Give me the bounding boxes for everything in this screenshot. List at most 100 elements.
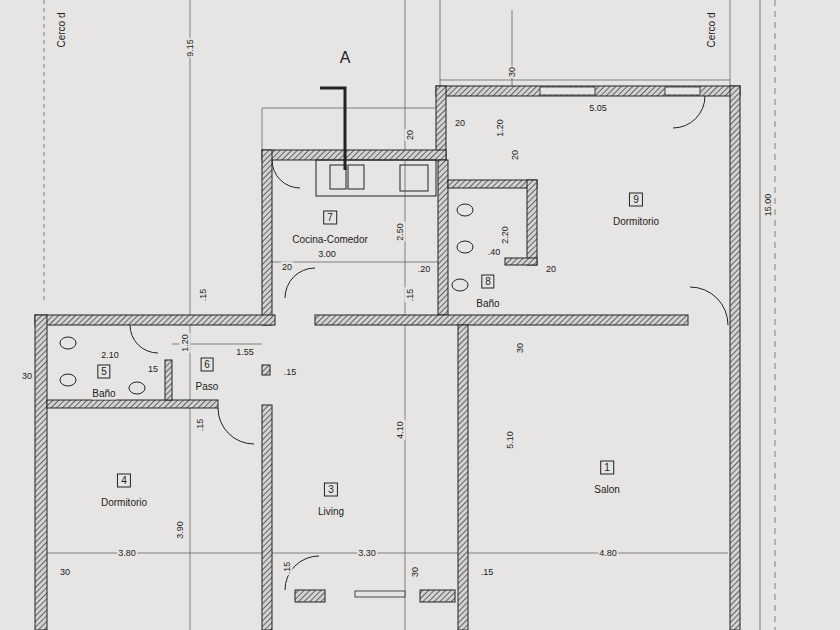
- dimension: 30: [59, 567, 71, 578]
- wall: [527, 180, 537, 265]
- room-label: 3Living: [317, 483, 345, 518]
- dimension-line: [272, 262, 438, 263]
- dimension: 30: [21, 371, 33, 382]
- dimension-line: [760, 0, 761, 630]
- room-label: 8Baño: [475, 275, 500, 310]
- dimension: .20: [417, 264, 432, 275]
- sanitary-fixture: [60, 374, 76, 386]
- dimension: 30: [507, 66, 518, 78]
- room-number: 9: [629, 193, 643, 207]
- door-swing: [673, 96, 705, 128]
- dimension-line: [730, 0, 731, 86]
- wall: [438, 160, 448, 315]
- wall: [262, 150, 272, 325]
- room-number: 5: [97, 365, 111, 379]
- dimension-line: [440, 80, 730, 81]
- dimension: .15: [405, 288, 416, 303]
- sanitary-fixture: [457, 241, 473, 253]
- dimension: .15: [480, 567, 495, 578]
- section-letter: A: [339, 49, 352, 67]
- dimension: 5.10: [505, 430, 516, 450]
- wall: [436, 86, 740, 96]
- dimension: 3.90: [175, 520, 186, 540]
- room-number: 4: [117, 474, 131, 488]
- room-name: Cocina-Comedor: [291, 234, 369, 246]
- room-name: Baño: [475, 298, 500, 310]
- dimension: 3.30: [357, 548, 377, 559]
- room-label: 4Dormitorio: [100, 474, 148, 509]
- room-name: Dormitorio: [612, 216, 660, 228]
- dimension-line: [47, 553, 728, 554]
- room-label: 1Salon: [593, 461, 621, 496]
- room: 1Salon: [468, 325, 728, 630]
- dimension: 20: [405, 129, 416, 141]
- dimension: 20: [510, 149, 521, 161]
- dimension: 3.80: [117, 548, 137, 559]
- room-name: Baño: [91, 388, 116, 400]
- window: [540, 87, 595, 95]
- room-number: 8: [481, 275, 495, 289]
- dimension-line: [262, 108, 263, 150]
- dimension: 2.20: [500, 225, 511, 245]
- dimension: 20: [454, 118, 466, 129]
- dimension: 15: [147, 364, 159, 375]
- dimension-line: [775, 0, 776, 630]
- dimension: 4.10: [395, 420, 406, 440]
- wall: [458, 325, 468, 630]
- room: 5Baño: [47, 325, 165, 400]
- dimension: 1.55: [235, 347, 255, 358]
- wall: [315, 315, 688, 325]
- dimension: 5.05: [588, 103, 608, 114]
- dimension: .15: [282, 561, 293, 576]
- door-swing: [218, 408, 254, 444]
- dimension: 1.20: [495, 118, 506, 138]
- sanitary-fixture: [129, 382, 145, 394]
- door-swing: [285, 268, 315, 298]
- dimension: 3.00: [317, 249, 337, 260]
- dimension: 15.00: [763, 193, 774, 218]
- room-name: Dormitorio: [100, 497, 148, 509]
- room: 9Dormitorio: [537, 96, 728, 315]
- sanitary-fixture: [457, 204, 473, 216]
- room-name: Paso: [195, 381, 220, 393]
- wall: [295, 590, 325, 602]
- kitchen-fixture: [400, 165, 428, 191]
- kitchen-fixture: [330, 165, 346, 189]
- wall: [436, 86, 446, 160]
- room-label: 5Baño: [91, 365, 116, 400]
- dimension: .15: [195, 418, 206, 433]
- wall: [730, 86, 740, 630]
- fence-note: Cerco d: [706, 11, 718, 48]
- kitchen-fixture: [316, 160, 436, 196]
- dimension: 2.50: [395, 222, 406, 242]
- dimension: .15: [283, 367, 298, 378]
- kitchen-fixture: [348, 165, 364, 189]
- room-name: Salon: [593, 484, 621, 496]
- wall: [35, 315, 275, 325]
- wall: [448, 180, 537, 188]
- dimension: 20: [545, 264, 557, 275]
- section-mark: [320, 88, 345, 170]
- dimension: 1.20: [180, 333, 191, 353]
- dimension: .15: [198, 288, 209, 303]
- dimension: 20: [281, 262, 293, 273]
- door-swing: [272, 160, 300, 188]
- wall: [262, 150, 446, 160]
- dimension-line: [44, 0, 45, 300]
- fence-note: Cerco d: [56, 11, 68, 48]
- dimension: 4.80: [598, 548, 618, 559]
- room-name: Living: [317, 506, 345, 518]
- dimension-line: [262, 108, 436, 109]
- wall: [165, 360, 172, 400]
- dimension: 30: [410, 566, 421, 578]
- dimension: .40: [487, 247, 502, 258]
- room-number: 1: [600, 461, 614, 475]
- wall: [262, 405, 272, 630]
- dimension-line: [440, 0, 441, 86]
- wall: [35, 315, 47, 630]
- door-swing: [130, 325, 158, 353]
- door-swing: [690, 287, 728, 325]
- room: 4Dormitorio: [47, 408, 262, 630]
- wall: [505, 258, 537, 265]
